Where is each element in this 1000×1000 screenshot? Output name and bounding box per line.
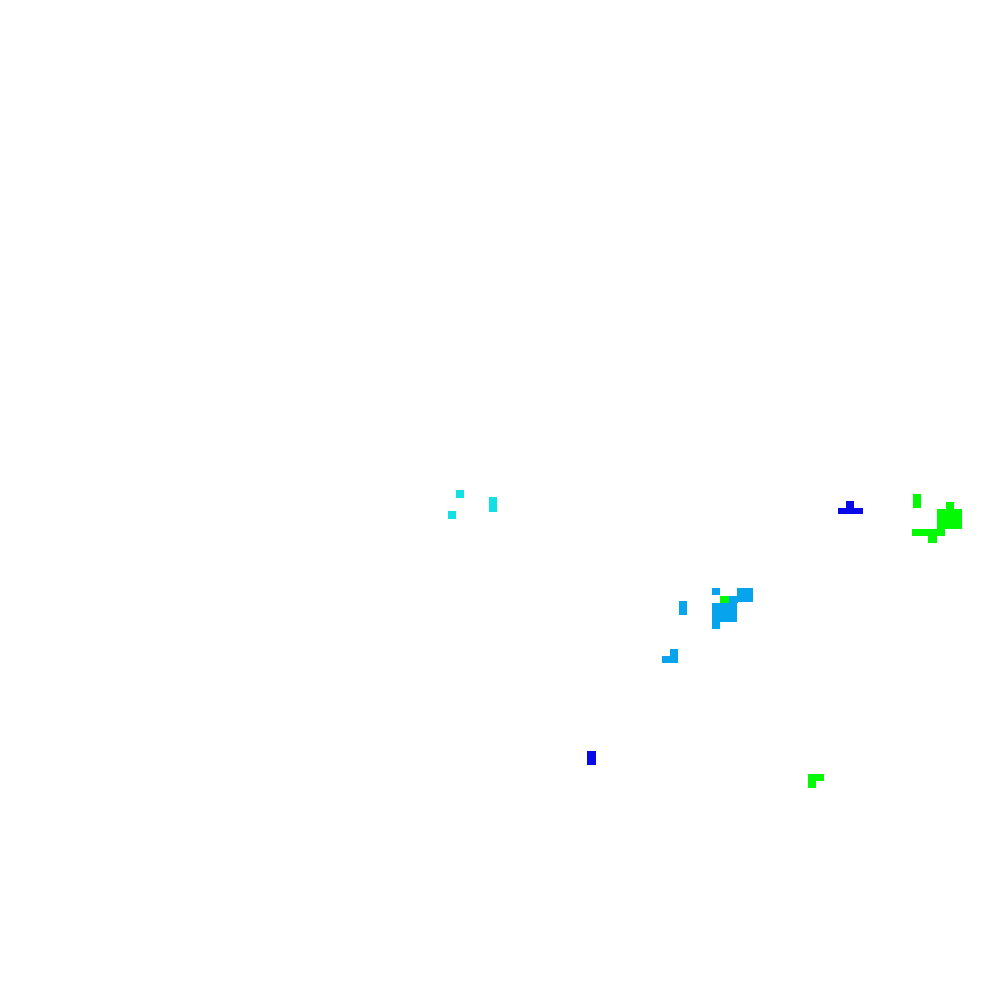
pixel-cell [587, 751, 596, 765]
pixel-cell [729, 596, 738, 603]
pixel-cell [679, 601, 687, 615]
pixel-cell [448, 511, 456, 519]
pixel-cell [808, 781, 816, 788]
pixel-cell [712, 588, 720, 595]
pixel-cell [937, 509, 962, 529]
pixel-cell [946, 502, 954, 510]
pixel-cell [712, 622, 720, 629]
pixel-cell [928, 536, 937, 543]
pixel-cell [737, 588, 753, 602]
pixel-cell [489, 497, 497, 512]
pixel-cell [662, 656, 678, 663]
pixel-cell [720, 596, 729, 603]
pixel-cell [838, 508, 863, 514]
pixel-cell [912, 529, 945, 536]
pixel-cell [670, 649, 678, 656]
pixel-cell [913, 494, 921, 508]
pixel-cell [712, 603, 737, 622]
pixel-cell [456, 490, 464, 498]
pixel-cell [846, 501, 854, 508]
pixel-cell [808, 774, 824, 781]
